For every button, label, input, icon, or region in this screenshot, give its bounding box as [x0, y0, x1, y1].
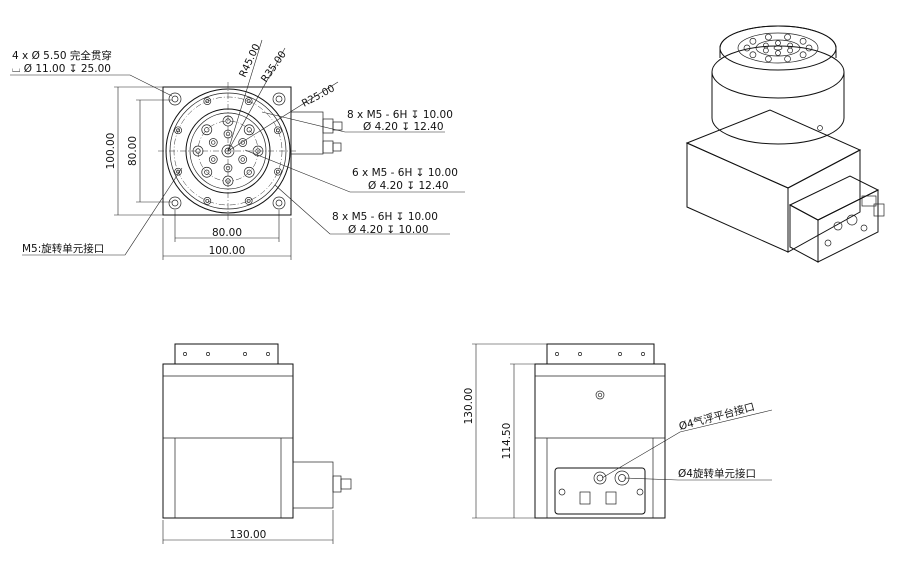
mount-hole	[805, 44, 813, 52]
top-view-connector-box	[290, 111, 324, 155]
dim-side-height-body: 114.50	[501, 423, 513, 460]
mount-hole-bore	[275, 169, 280, 174]
mount-hole-bore	[225, 165, 231, 171]
dim-side-height-total: 130.00	[463, 388, 475, 425]
mount-hole	[763, 42, 769, 49]
mount-hole	[174, 167, 182, 176]
mount-hole-bore	[204, 169, 210, 175]
dim-top-height-inner: 80.00	[127, 136, 139, 166]
mount-hole-bore	[211, 140, 216, 145]
dim-front-width: 130.00	[230, 529, 267, 541]
mount-hole-bore	[246, 169, 252, 175]
mount-hole	[203, 197, 212, 205]
top-view: 100.00 80.00 80.00 100.00 4 x Ø 5.50 完全贯…	[10, 39, 465, 260]
mount-hole	[201, 124, 213, 136]
mount-hole-bore	[240, 157, 245, 162]
iso-top-holes	[743, 33, 813, 63]
mount-hole	[784, 33, 791, 41]
callout-thru-hole-1: 4 x Ø 5.50 完全贯穿	[12, 49, 112, 62]
mount-hole	[765, 55, 772, 63]
mount-hole	[784, 55, 791, 63]
mount-hole	[765, 33, 772, 41]
mount-hole-bore	[225, 131, 231, 137]
dim-top-height-outer: 100.00	[105, 133, 117, 170]
mount-hole	[243, 166, 255, 178]
side-view: 130.00 114.50 Ø4气浮平台接口 Ø4旋转单元接口	[463, 343, 773, 519]
mount-hole	[787, 42, 793, 49]
mount-hole	[775, 40, 781, 46]
mount-hole-bore	[275, 128, 280, 133]
mount-hole-bore	[205, 99, 210, 104]
mount-hole	[775, 50, 781, 56]
outer-ring-holes	[174, 97, 282, 205]
mount-hole	[244, 197, 253, 205]
mount-hole	[201, 166, 213, 178]
callout-rotary-port: Ø4旋转单元接口	[678, 467, 756, 480]
callout-holes-a-1: 8 x M5 - 6H ↧ 10.00	[347, 109, 453, 121]
isometric-view	[685, 25, 885, 263]
mount-hole-bore	[246, 127, 252, 133]
mount-hole	[749, 51, 757, 59]
mount-hole	[749, 37, 757, 45]
callout-r35: R35.00	[259, 49, 288, 84]
callout-m5-interface: M5:旋转单元接口	[22, 242, 104, 255]
front-view: 130.00	[162, 343, 352, 544]
mount-hole-bore	[176, 128, 181, 133]
mount-hole	[743, 44, 751, 52]
callout-holes-c-1: 8 x M5 - 6H ↧ 10.00	[332, 211, 438, 223]
callout-r25: R25.00	[300, 83, 337, 109]
mount-hole	[208, 155, 218, 164]
callout-holes-b-2: Ø 4.20 ↧ 12.40	[368, 180, 449, 192]
mount-hole	[203, 97, 212, 105]
mount-hole-bore	[246, 99, 251, 104]
mount-hole	[763, 47, 769, 54]
callout-r45: R45.00	[238, 42, 263, 79]
mount-hole	[238, 138, 248, 147]
callout-thru-hole-2: ⌴ Ø 11.00 ↧ 25.00	[12, 63, 111, 75]
mount-hole-bore	[205, 198, 210, 203]
mount-hole-bore	[204, 127, 210, 133]
mount-hole	[243, 124, 255, 136]
mount-hole	[787, 47, 793, 54]
mount-hole	[238, 155, 248, 164]
mount-hole	[274, 167, 282, 176]
callout-holes-b-1: 6 x M5 - 6H ↧ 10.00	[352, 167, 458, 179]
mount-hole	[799, 51, 807, 59]
callout-holes-a-2: Ø 4.20 ↧ 12.40	[363, 121, 444, 133]
mount-hole	[174, 126, 182, 135]
mount-hole	[208, 138, 218, 147]
mount-hole	[274, 126, 282, 135]
mount-hole-bore	[211, 157, 216, 162]
mount-hole-bore	[240, 140, 245, 145]
dim-top-width-inner: 80.00	[212, 227, 242, 239]
callout-holes-c-2: Ø 4.20 ↧ 10.00	[348, 224, 429, 236]
dim-top-width-outer: 100.00	[209, 245, 246, 257]
corner-holes	[168, 92, 286, 210]
mount-hole	[799, 37, 807, 45]
mount-hole	[244, 97, 253, 105]
mount-hole-bore	[246, 198, 251, 203]
